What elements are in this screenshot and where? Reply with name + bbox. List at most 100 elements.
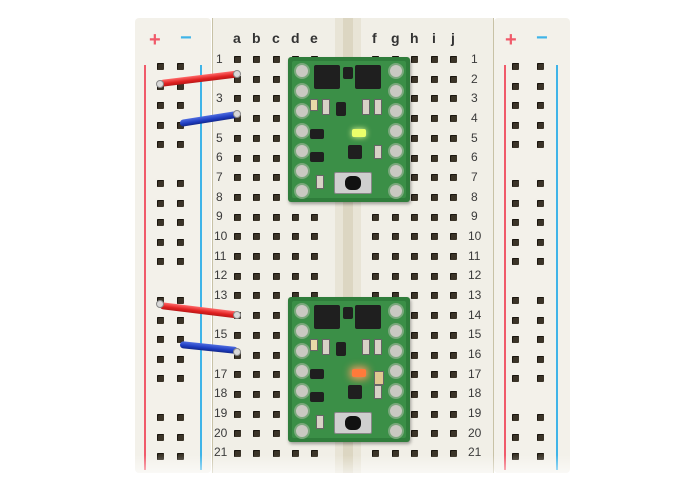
rail-hole[interactable] [512, 82, 519, 90]
terminal-hole[interactable] [411, 371, 418, 379]
terminal-hole[interactable] [372, 292, 379, 300]
rail-hole[interactable] [177, 102, 184, 109]
terminal-hole[interactable] [431, 450, 438, 457]
rail-hole[interactable] [177, 375, 184, 382]
terminal-hole[interactable] [234, 134, 241, 142]
rail-hole[interactable] [177, 414, 184, 421]
terminal-hole[interactable] [273, 134, 280, 142]
rail-hole[interactable] [537, 433, 544, 441]
terminal-hole[interactable] [450, 410, 457, 418]
terminal-hole[interactable] [450, 75, 457, 83]
terminal-hole[interactable] [273, 213, 280, 221]
terminal-hole[interactable] [311, 292, 318, 300]
rail-hole[interactable] [512, 121, 519, 129]
terminal-hole[interactable] [234, 430, 241, 438]
rail-hole[interactable] [512, 238, 519, 246]
rail-hole[interactable] [177, 199, 184, 207]
pushbutton[interactable] [334, 412, 372, 434]
rail-hole[interactable] [512, 355, 519, 363]
rail-hole[interactable] [537, 414, 544, 421]
terminal-hole[interactable] [253, 154, 260, 162]
rail-hole[interactable] [157, 180, 164, 187]
rail-hole[interactable] [157, 355, 164, 363]
terminal-hole[interactable] [431, 213, 438, 221]
terminal-hole[interactable] [253, 430, 260, 438]
terminal-hole[interactable] [253, 56, 260, 63]
terminal-hole[interactable] [234, 193, 241, 201]
terminal-hole[interactable] [234, 95, 241, 103]
terminal-hole[interactable] [392, 213, 399, 221]
rail-hole[interactable] [537, 375, 544, 382]
terminal-hole[interactable] [253, 174, 260, 182]
terminal-hole[interactable] [431, 371, 438, 379]
terminal-hole[interactable] [450, 115, 457, 123]
terminal-hole[interactable] [273, 371, 280, 379]
terminal-hole[interactable] [253, 292, 260, 300]
terminal-hole[interactable] [431, 154, 438, 162]
rail-hole[interactable] [157, 414, 164, 421]
rail-hole[interactable] [157, 433, 164, 441]
terminal-hole[interactable] [431, 292, 438, 300]
terminal-hole[interactable] [392, 272, 399, 280]
terminal-hole[interactable] [431, 312, 438, 320]
terminal-hole[interactable] [273, 193, 280, 201]
terminal-hole[interactable] [411, 312, 418, 320]
terminal-hole[interactable] [273, 115, 280, 123]
terminal-hole[interactable] [273, 292, 280, 300]
terminal-hole[interactable] [431, 272, 438, 280]
terminal-hole[interactable] [392, 292, 399, 300]
terminal-hole[interactable] [411, 410, 418, 418]
terminal-hole[interactable] [253, 115, 260, 123]
terminal-hole[interactable] [311, 450, 318, 457]
terminal-hole[interactable] [450, 213, 457, 221]
terminal-hole[interactable] [253, 213, 260, 221]
terminal-hole[interactable] [292, 253, 299, 260]
rail-hole[interactable] [157, 121, 164, 129]
rail-hole[interactable] [512, 258, 519, 265]
terminal-hole[interactable] [431, 193, 438, 201]
terminal-hole[interactable] [431, 390, 438, 398]
terminal-hole[interactable] [372, 233, 379, 241]
rail-hole[interactable] [177, 180, 184, 187]
terminal-hole[interactable] [411, 193, 418, 201]
terminal-hole[interactable] [431, 331, 438, 339]
terminal-hole[interactable] [450, 134, 457, 142]
rail-hole[interactable] [537, 180, 544, 187]
rail-hole[interactable] [157, 316, 164, 324]
rail-hole[interactable] [537, 199, 544, 207]
rail-hole[interactable] [157, 336, 164, 343]
terminal-hole[interactable] [450, 430, 457, 438]
rail-hole[interactable] [177, 355, 184, 363]
terminal-hole[interactable] [450, 174, 457, 182]
terminal-hole[interactable] [273, 272, 280, 280]
terminal-hole[interactable] [411, 213, 418, 221]
terminal-hole[interactable] [253, 410, 260, 418]
terminal-hole[interactable] [431, 115, 438, 123]
terminal-hole[interactable] [253, 371, 260, 379]
terminal-hole[interactable] [431, 75, 438, 83]
terminal-hole[interactable] [450, 371, 457, 379]
terminal-hole[interactable] [234, 272, 241, 280]
terminal-hole[interactable] [411, 351, 418, 359]
terminal-hole[interactable] [273, 233, 280, 241]
terminal-hole[interactable] [234, 371, 241, 379]
terminal-hole[interactable] [234, 174, 241, 182]
terminal-hole[interactable] [450, 351, 457, 359]
rail-hole[interactable] [157, 238, 164, 246]
terminal-hole[interactable] [234, 410, 241, 418]
terminal-hole[interactable] [392, 233, 399, 241]
pushbutton[interactable] [334, 172, 372, 194]
terminal-hole[interactable] [372, 450, 379, 457]
rail-hole[interactable] [512, 316, 519, 324]
rail-hole[interactable] [537, 63, 544, 70]
terminal-hole[interactable] [311, 213, 318, 221]
terminal-hole[interactable] [253, 253, 260, 260]
terminal-hole[interactable] [450, 56, 457, 63]
terminal-hole[interactable] [273, 351, 280, 359]
terminal-hole[interactable] [253, 95, 260, 103]
rail-hole[interactable] [157, 375, 164, 382]
terminal-hole[interactable] [431, 351, 438, 359]
rail-hole[interactable] [512, 414, 519, 421]
rail-hole[interactable] [537, 238, 544, 246]
rail-hole[interactable] [537, 219, 544, 226]
